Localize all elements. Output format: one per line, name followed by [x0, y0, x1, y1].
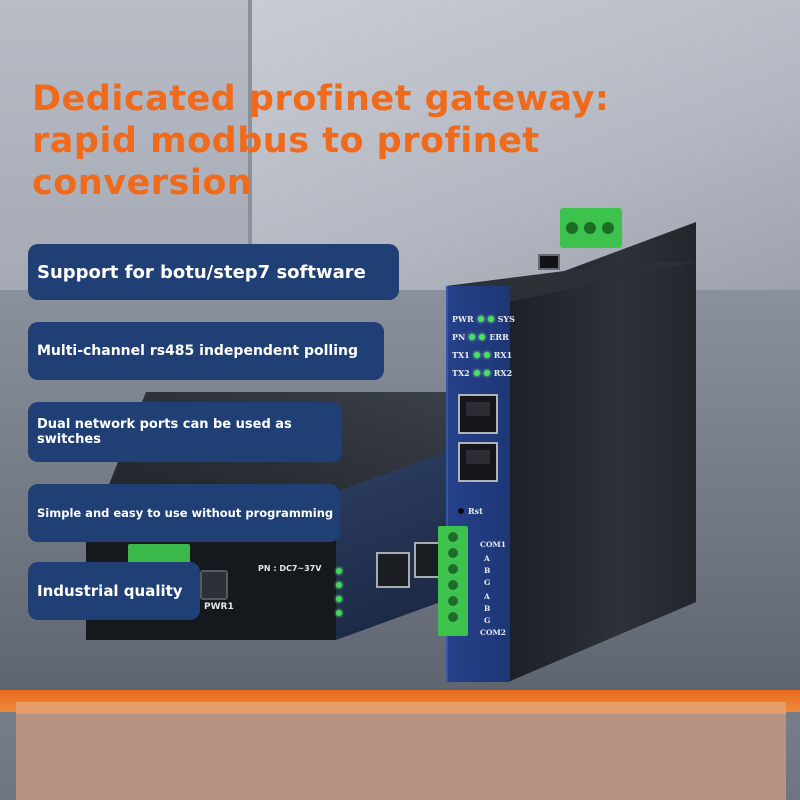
ethernet-port-2: [458, 442, 498, 482]
led-label: ERR: [489, 332, 509, 342]
pin-label: A: [484, 554, 490, 563]
led-indicator: [477, 316, 484, 322]
pin-label: G: [484, 578, 491, 587]
feature-pill-no-programming: Simple and easy to use without programmi…: [28, 484, 340, 542]
led-row-tx2-rx2: TX2 RX2: [452, 368, 512, 378]
pin-label: B: [484, 604, 491, 613]
power-spec-label: PN : DC7~37V: [258, 564, 322, 573]
led-label: PWR: [452, 314, 474, 324]
led-label: PN: [452, 332, 466, 342]
headline-line-1: Dedicated profinet gateway:: [32, 79, 610, 119]
led-label: RX2: [493, 368, 513, 378]
led-label: TX2: [452, 368, 470, 378]
pin-label: G: [484, 616, 491, 625]
feature-pill-software: Support for botu/step7 software: [28, 244, 399, 300]
led-indicator: [479, 334, 486, 340]
led-indicator: [483, 370, 490, 376]
led-column-left: [336, 568, 344, 624]
headline-line-3: conversion: [32, 163, 253, 203]
led-indicator: [336, 582, 342, 588]
led-indicator: [336, 610, 342, 616]
top-power-jack: [538, 254, 560, 270]
led-indicator: [336, 568, 342, 574]
ethernet-port-1: [376, 552, 410, 588]
ethernet-port-1: [458, 394, 498, 434]
dc-power-jack: [200, 570, 228, 600]
led-indicator: [487, 316, 494, 322]
led-label: RX1: [493, 350, 513, 360]
feature-pill-industrial: Industrial quality: [28, 562, 200, 620]
device-side-panel: [508, 222, 696, 682]
pwr1-label: PWR1: [204, 602, 234, 612]
headline-line-2: rapid modbus to profinet: [32, 121, 540, 161]
rs485-terminal-block: [438, 526, 468, 636]
led-indicator: [469, 334, 476, 340]
led-row-pwr-sys: PWR SYS: [452, 314, 515, 324]
led-row-tx1-rx1: TX1 RX1: [452, 350, 512, 360]
reset-label: Rst: [468, 506, 483, 516]
com2-label: COM2: [480, 628, 507, 637]
led-indicator: [473, 352, 480, 358]
headline: Dedicated profinet gateway: rapid modbus…: [32, 78, 632, 204]
com1-label: COM1: [480, 540, 507, 549]
bottom-band-highlight: [16, 702, 786, 714]
wall-edge: [248, 0, 252, 290]
pin-label: A: [484, 592, 490, 601]
led-indicator: [336, 596, 342, 602]
led-row-pn-err: PN ERR: [452, 332, 509, 342]
gateway-device-main: PWR SYS PN ERR TX1 RX1 TX2 RX2 Rst COM1 …: [438, 208, 696, 682]
bottom-band: [16, 702, 786, 800]
led-label: SYS: [497, 314, 515, 324]
pin-label: B: [484, 566, 491, 575]
feature-pill-dual-ports: Dual network ports can be used as switch…: [28, 402, 342, 462]
led-indicator: [483, 352, 490, 358]
led-indicator: [473, 370, 480, 376]
feature-pill-rs485: Multi-channel rs485 independent polling: [28, 322, 384, 380]
led-label: TX1: [452, 350, 470, 360]
top-terminal-block: [560, 208, 622, 248]
wall-panel: [250, 0, 800, 290]
reset-button: [458, 508, 464, 514]
